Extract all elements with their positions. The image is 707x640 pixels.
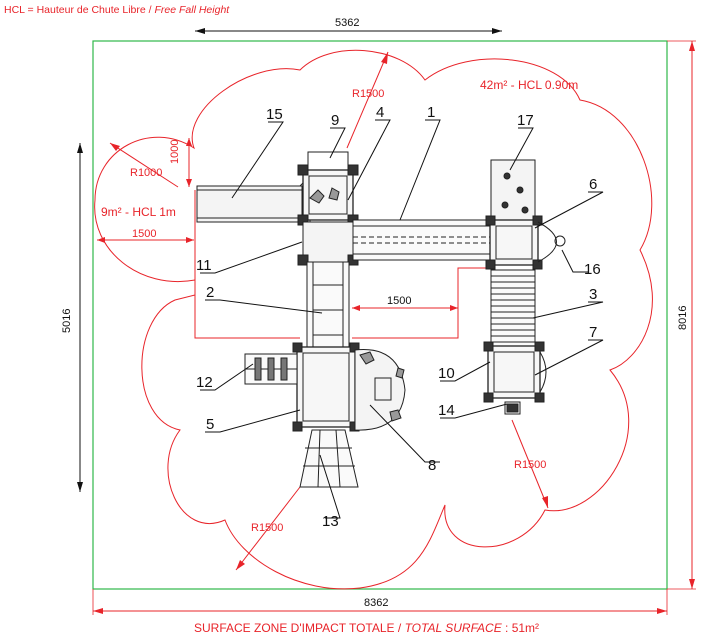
part-number-11: 11 — [196, 257, 212, 274]
tower-8 — [354, 349, 406, 431]
dim-1000-vertical: 1000 — [169, 138, 192, 187]
part-number-5: 5 — [206, 416, 214, 433]
central-platform — [297, 221, 359, 266]
net-13 — [299, 429, 359, 488]
radius-bottom-label: R1500 — [251, 522, 283, 534]
dimension-bottom: 8362 — [92, 589, 668, 615]
dim-top-label: 5362 — [335, 17, 359, 29]
dim-1500h-label: 1500 — [132, 228, 156, 240]
dim-left-label: 5016 — [61, 309, 73, 333]
dim-1500-inner-label: 1500 — [387, 295, 411, 307]
part-number-4: 4 — [376, 104, 384, 121]
bridge-2 — [306, 261, 350, 348]
dim-1500-inner: 1500 — [352, 295, 458, 311]
dimension-top: 5362 — [195, 17, 502, 34]
dim-bottom-label: 8362 — [364, 597, 388, 609]
header-note: HCL = Hauteur de Chute Libre / Free Fall… — [4, 4, 230, 16]
bounding-frame — [92, 40, 668, 590]
part-number-16: 16 — [584, 261, 601, 278]
part-number-3: 3 — [589, 286, 597, 303]
part-number-17: 17 — [517, 112, 534, 129]
tower-6 — [485, 215, 566, 270]
callouts — [200, 119, 604, 519]
footer-prefix: SURFACE ZONE D'IMPACT TOTALE / — [194, 621, 405, 635]
climber-12 — [244, 353, 298, 385]
tower-7 — [483, 341, 547, 415]
part-number-2: 2 — [206, 284, 214, 301]
part-number-14: 14 — [438, 402, 455, 419]
bridge-1 — [352, 219, 494, 261]
dim-right-label: 8016 — [677, 306, 689, 330]
part-number-13: 13 — [322, 513, 339, 530]
part-number-1: 1 — [427, 104, 435, 121]
total-surface-caption: SURFACE ZONE D'IMPACT TOTALE / TOTAL SUR… — [194, 621, 539, 635]
dim-1000-label: 1000 — [169, 140, 181, 164]
tower-17 — [490, 159, 536, 221]
part-number-12: 12 — [196, 374, 213, 391]
dim-1500-horizontal: 1500 — [97, 228, 194, 243]
part-number-8: 8 — [428, 457, 436, 474]
part-numbers: 1 2 3 4 5 6 7 8 9 10 11 12 13 14 15 16 1… — [196, 104, 601, 530]
part-number-6: 6 — [589, 176, 597, 193]
zone-main-label: 42m² - HCL 0.90m — [480, 78, 578, 92]
header-italic: Free Fall Height — [155, 4, 231, 16]
part-number-15: 15 — [266, 106, 283, 123]
tower-4 — [297, 151, 359, 226]
radius-left: R1000 — [109, 142, 179, 188]
radius-right-label: R1500 — [514, 459, 546, 471]
ladder-3 — [490, 269, 536, 347]
part-number-10: 10 — [438, 365, 455, 382]
radius-bottom: R1500 — [235, 486, 301, 571]
radius-top-label: R1500 — [352, 88, 384, 100]
impact-inner-boundary — [194, 190, 488, 339]
slide-15 — [196, 174, 311, 234]
part-number-9: 9 — [331, 112, 339, 129]
footer-italic: TOTAL SURFACE — [405, 621, 503, 635]
tower-5 — [292, 342, 360, 432]
radius-right: R1500 — [511, 419, 549, 509]
playground-equipment — [196, 151, 566, 488]
radius-top: R1500 — [346, 51, 389, 149]
dimension-left: 5016 — [61, 143, 83, 492]
part-number-7: 7 — [589, 324, 597, 341]
radius-left-label: R1000 — [130, 167, 162, 179]
footer-suffix: : 51m² — [502, 621, 539, 635]
zone-small-label: 9m² - HCL 1m — [101, 205, 176, 219]
dimension-right: 8016 — [667, 40, 696, 590]
header-prefix: HCL = Hauteur de Chute Libre / — [4, 4, 155, 16]
impact-zone-outline — [94, 49, 653, 590]
